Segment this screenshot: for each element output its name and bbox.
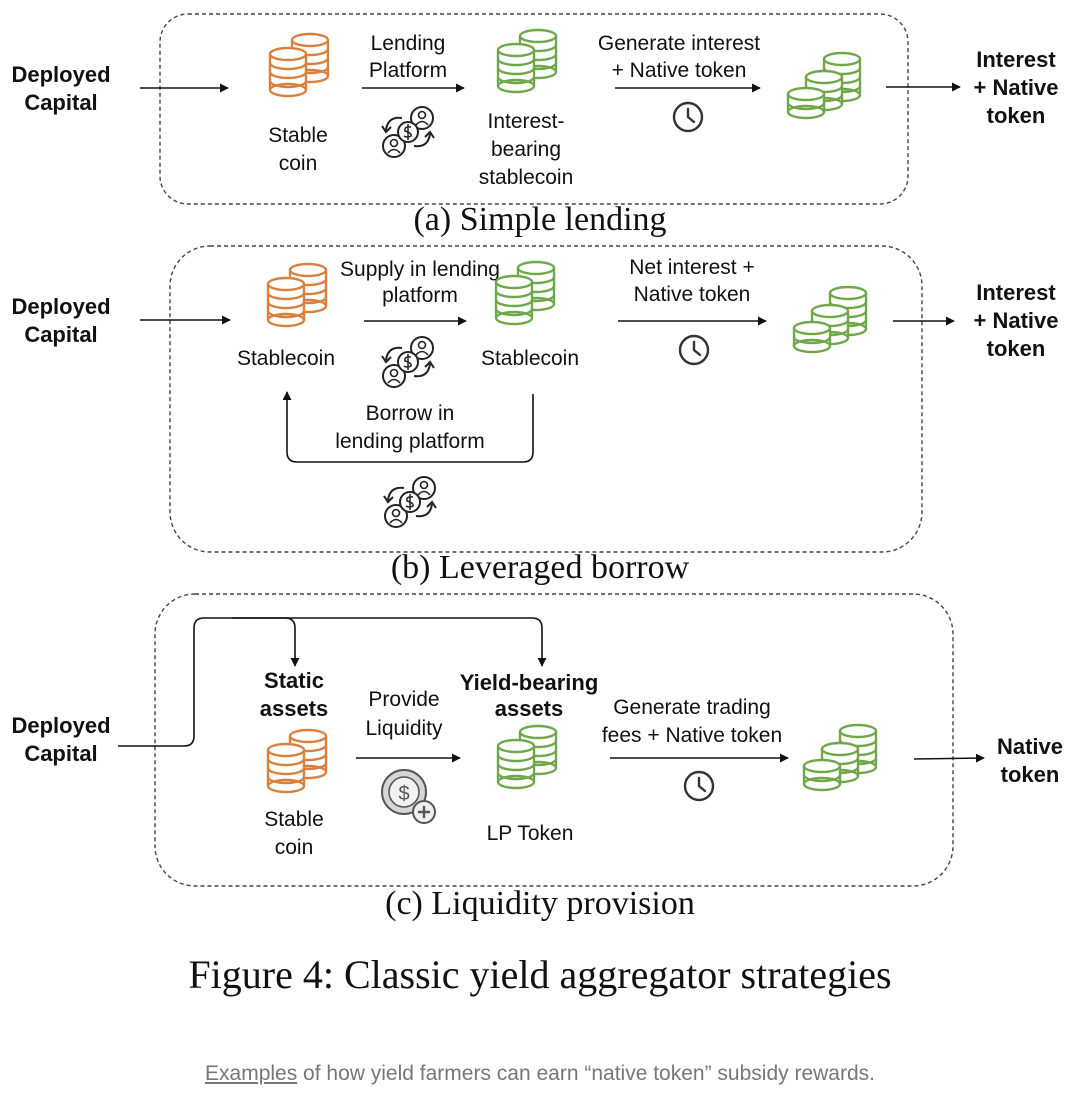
lending-exchange-icon — [381, 106, 435, 158]
figure-title: Figure 4: Classic yield aggregator strat… — [188, 952, 891, 997]
panel-simple-lending — [159, 13, 909, 205]
svg-text:$: $ — [398, 783, 409, 805]
image-caption: Examples of how yield farmers can earn “… — [0, 1062, 1080, 1086]
panel-c-caption: (c) Liquidity provision — [385, 885, 695, 922]
stablecoin-label: Stablecoin — [237, 347, 335, 370]
panel-liquidity-provision — [154, 593, 954, 887]
stablecoin-label: Stablecoin — [481, 347, 579, 370]
clock-icon — [672, 101, 704, 133]
clock-icon — [678, 334, 710, 366]
panel-leveraged-borrow — [169, 245, 923, 553]
interest-bearing-stack-icon — [496, 28, 558, 94]
generate-interest-label: Generate interest+ Native token — [598, 32, 760, 82]
liquidity-coin-icon: $ — [381, 769, 436, 824]
lp-token-label: LP Token — [487, 822, 574, 845]
capital-split-arrow — [118, 617, 547, 747]
borrow-loop-arrow — [282, 391, 534, 463]
stablecoin-stack-icon — [266, 262, 328, 328]
capital-to-static-arrow — [232, 617, 300, 667]
reward-stack-icon — [792, 285, 868, 354]
caption-text: of how yield farmers can earn “native to… — [297, 1062, 875, 1085]
lending-exchange-icon — [383, 476, 437, 528]
examples-link[interactable]: Examples — [205, 1062, 298, 1085]
lp-token-stack-icon — [496, 724, 558, 790]
lending-exchange-icon — [381, 336, 435, 388]
supplied-stablecoin-stack-icon — [494, 260, 556, 326]
reward-stack-icon — [802, 723, 878, 792]
yield-bearing-title: Yield-bearing — [460, 670, 599, 695]
arrow-to-output — [913, 753, 985, 763]
net-interest-label: Net interest +Native token — [629, 256, 754, 306]
yield-bearing-title-2: assets — [495, 696, 564, 721]
clock-icon — [683, 770, 715, 802]
reward-stack-icon — [786, 51, 862, 120]
stablecoin-stack-icon — [266, 728, 328, 794]
panel-b-caption: (b) Leveraged borrow — [391, 549, 690, 586]
panel-a-caption: (a) Simple lending — [413, 201, 666, 238]
stablecoin-stack-icon — [268, 32, 330, 98]
